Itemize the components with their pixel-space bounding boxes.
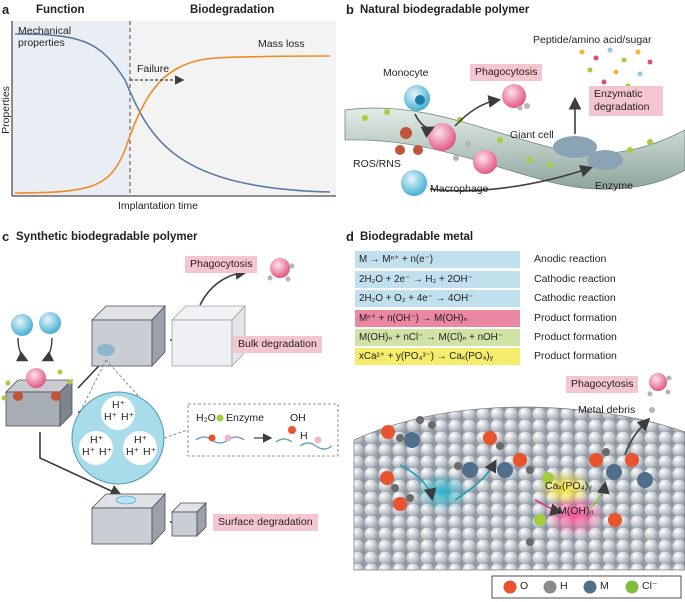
reaction-equation: M → Mⁿ⁺ + n(e⁻) <box>355 251 520 268</box>
phagocytosis-tag-b: Phagocytosis <box>470 64 543 81</box>
panel-b-label: b <box>346 2 354 17</box>
bulk-degradation-tag: Bulk degradation <box>233 336 322 353</box>
surface-degradation-tag: Surface degradation <box>213 514 318 531</box>
panel-a-chart <box>11 21 336 197</box>
legend-o: O <box>520 580 529 592</box>
mass-loss-label: Mass loss <box>258 38 305 50</box>
legend-cl: Cl⁻ <box>642 580 658 592</box>
hplus-7: H⁺ <box>134 434 148 446</box>
panel-d-illustration <box>353 373 685 599</box>
hplus-5: H⁺ <box>82 446 96 458</box>
failure-label: Failure <box>137 63 170 75</box>
ca-po-label: Caₓ(PO₄)ᵧ <box>545 480 592 492</box>
reaction-equation: M(OH)ₙ + nCl⁻ → M(Cl)ₙ + nOH⁻ <box>355 329 520 346</box>
h-label: H <box>300 430 308 442</box>
ros-rns-label: ROS/RNS <box>353 158 401 170</box>
mass-loss-curve <box>14 55 331 194</box>
panel-b-illustration <box>344 47 685 196</box>
moh-label: M(OH)ₙ <box>558 505 594 517</box>
macrophage-cell <box>401 170 427 196</box>
panel-c-label: c <box>2 229 10 244</box>
function-heading: Function <box>36 4 85 16</box>
metal-debris-label: Metal debris <box>578 404 636 416</box>
reaction-type: Product formation <box>534 312 617 324</box>
enzymatic-degradation-tag: Enzymatic degradation <box>589 86 663 116</box>
reaction-type: Cathodic reaction <box>534 273 616 285</box>
panel-d-title: Biodegradable metal <box>360 231 474 243</box>
hplus-4: H⁺ <box>90 434 104 446</box>
panel-c-title: Synthetic biodegradable polymer <box>16 231 198 243</box>
panel-c-illustration <box>1 258 339 546</box>
giant-cell-label: Giant cell <box>510 129 554 141</box>
enzyme-label-c: Enzyme <box>226 412 264 424</box>
peptide-label: Peptide/amino acid/sugar <box>533 34 652 46</box>
reaction-type: Anodic reaction <box>534 253 607 265</box>
phagocytosis-tag-d: Phagocytosis <box>566 376 639 393</box>
hplus-2: H⁺ <box>104 411 118 423</box>
phagocytosis-tag-c: Phagocytosis <box>185 256 258 273</box>
reaction-equation: xCa²⁺ + y(PO₄³⁻) → Caₓ(PO₄)ᵧ <box>355 348 520 365</box>
hplus-3: H⁺ <box>121 411 135 423</box>
panel-a-label: a <box>2 2 10 17</box>
x-axis-label: Implantation time <box>118 200 198 212</box>
hplus-1: H⁺ <box>112 399 126 411</box>
panel-b-title: Natural biodegradable polymer <box>360 4 530 16</box>
reaction-type: Product formation <box>534 331 617 343</box>
macrophage-label: Macrophage <box>430 183 489 195</box>
enzyme-label: Enzyme <box>595 180 633 192</box>
phagocyte-cell <box>502 84 526 108</box>
legend-h: H <box>560 580 568 592</box>
reaction-equation: Mⁿ⁺ + n(OH⁻) → M(OH)ₙ <box>355 310 520 327</box>
biodegradation-heading: Biodegradation <box>190 4 275 16</box>
oh-label: OH <box>290 412 306 424</box>
mechanical-properties-label: Mechanical properties <box>18 25 72 49</box>
h2o-label: H₂O <box>196 412 216 424</box>
reaction-type: Cathodic reaction <box>534 292 616 304</box>
legend-m: M <box>600 580 609 592</box>
hplus-6: H⁺ <box>99 446 113 458</box>
mechanical-properties-curve <box>14 33 331 193</box>
monocyte-label: Monocyte <box>383 67 429 79</box>
hplus-8: H⁺ <box>126 446 140 458</box>
y-axis-label: Properties <box>0 86 12 134</box>
reaction-equation: 2H₂O + O₂ + 4e⁻ → 4OH⁻ <box>355 290 520 307</box>
hplus-9: H⁺ <box>143 446 157 458</box>
reaction-equation: 2H₂O + 2e⁻ → H₂ + 2OH⁻ <box>355 271 520 288</box>
panel-d-label: d <box>346 229 354 244</box>
reaction-type: Product formation <box>534 350 617 362</box>
